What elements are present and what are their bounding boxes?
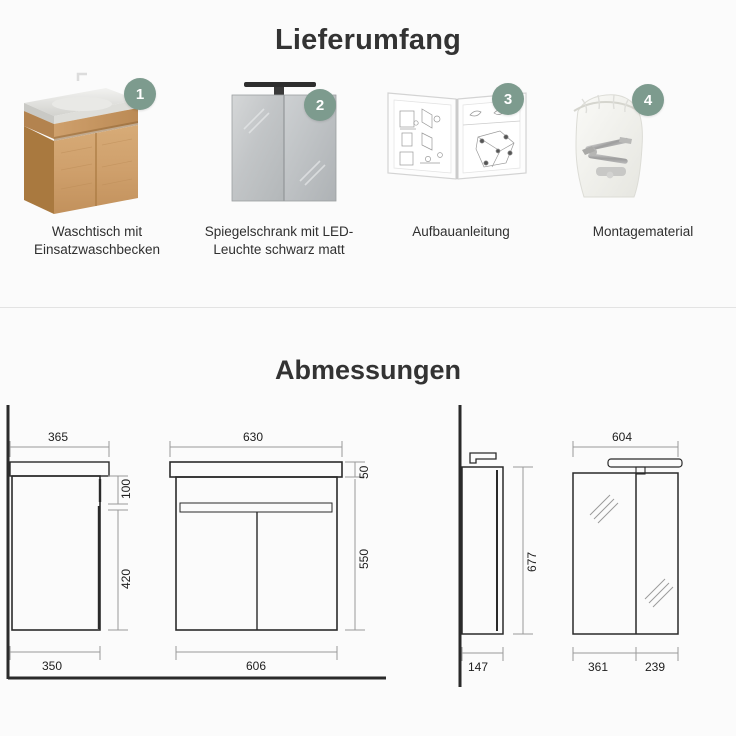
scope-items-list: 1 (0, 67, 736, 259)
list-item: 1 (6, 67, 188, 259)
vanity-front-view: 630 606 50 550 (169, 430, 371, 673)
assembly-manual-image: 3 (370, 67, 552, 215)
badge-1: 1 (124, 78, 156, 110)
dim-361: 361 (588, 660, 608, 674)
dimensions-section: Abmessungen (0, 307, 736, 736)
list-item: 3 (370, 67, 552, 259)
dim-365: 365 (48, 430, 68, 444)
badge-4: 4 (632, 84, 664, 116)
mounting-material-bag-image: 4 (552, 67, 734, 215)
dim-50: 50 (357, 465, 371, 479)
badge-3: 3 (492, 83, 524, 115)
section-divider (0, 307, 736, 308)
list-item: 2 (188, 67, 370, 259)
dimensions-title: Abmessungen (274, 355, 462, 385)
item-caption: Spiegelschrank mit LED- Leuchte schwarz … (204, 224, 354, 257)
vanity-side-view: 365 350 100 420 (9, 430, 133, 673)
mirror-cabinet-image: 2 (188, 67, 370, 215)
technical-drawings: 365 350 100 420 (0, 307, 736, 736)
list-item: 4 (552, 67, 734, 259)
dim-350: 350 (42, 659, 62, 673)
dim-420: 420 (119, 569, 133, 589)
dim-604: 604 (612, 430, 632, 444)
dim-147: 147 (468, 660, 488, 674)
item-caption: Waschtisch mit Einsatzwaschbecken (33, 224, 161, 257)
scope-of-delivery-section: Lieferumfang 1 (0, 0, 736, 308)
dim-239: 239 (645, 660, 665, 674)
mirror-cabinet-front-view: 604 361 239 (572, 430, 683, 674)
dim-100: 100 (119, 479, 133, 499)
badge-2: 2 (304, 89, 336, 121)
dim-550: 550 (357, 549, 371, 569)
dim-606: 606 (246, 659, 266, 673)
mirror-cabinet-side-view: 677 147 (461, 452, 539, 674)
item-caption: Montagematerial (592, 224, 694, 239)
page-title: Lieferumfang (274, 24, 462, 56)
dim-677: 677 (525, 552, 539, 572)
wall-floor-lines (6, 405, 386, 680)
dim-630: 630 (243, 430, 263, 444)
item-caption: Aufbauanleitung (412, 224, 510, 239)
vanity-unit-image: 1 (6, 67, 188, 215)
